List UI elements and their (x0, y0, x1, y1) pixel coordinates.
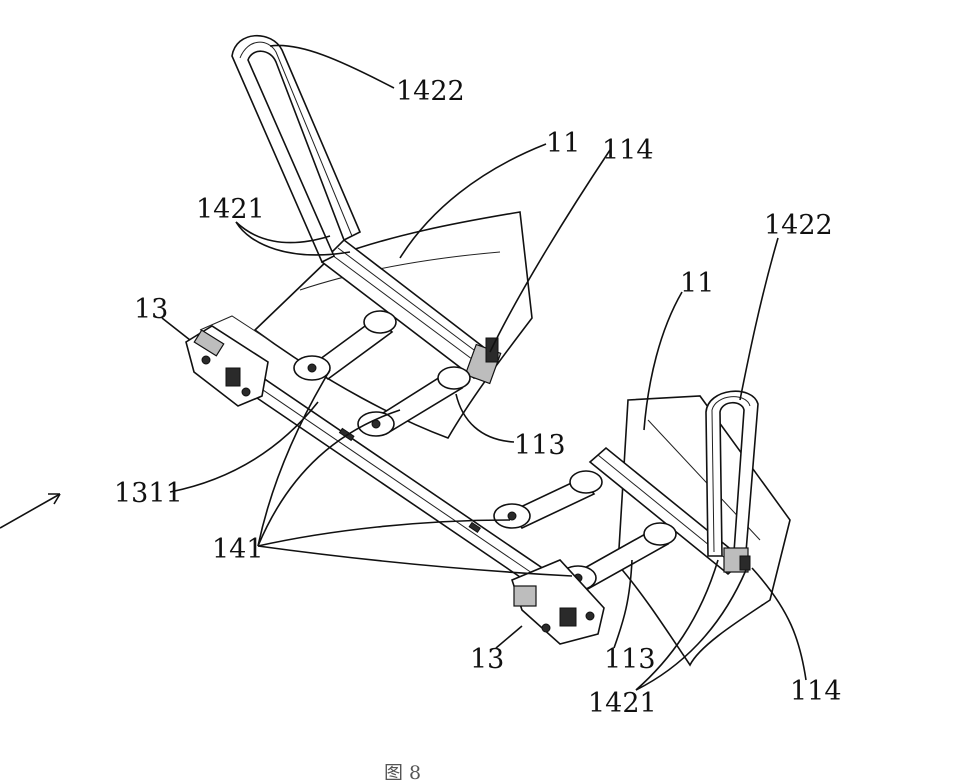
label-13-bottom: 13 (470, 644, 505, 675)
lower-rail-end-block (723, 547, 751, 573)
label-11-top: 11 (546, 128, 581, 159)
label-1311: 1311 (114, 478, 183, 509)
bottom-mount-bracket (511, 559, 605, 645)
label-114-bottom: 114 (790, 676, 842, 707)
label-113-upper: 113 (514, 430, 566, 461)
leader-lines (0, 44, 807, 691)
label-1421-bottom: 1421 (588, 688, 657, 719)
label-113-lower: 113 (604, 644, 656, 675)
upper-support-arms (293, 310, 471, 437)
label-11-right: 11 (680, 268, 715, 299)
left-mount-bracket (185, 315, 273, 407)
label-1421-top: 1421 (196, 194, 265, 225)
figure-caption: 图 8 (384, 762, 422, 780)
label-114-top: 114 (602, 135, 654, 166)
label-13-left: 13 (134, 294, 169, 325)
label-1422-right: 1422 (764, 210, 833, 241)
lower-support-arms (493, 470, 677, 592)
upper-rail-end-block (464, 337, 502, 385)
label-141: 141 (212, 534, 264, 565)
upper-backrest-frame (231, 34, 362, 264)
label-1422-top: 1422 (396, 76, 465, 107)
